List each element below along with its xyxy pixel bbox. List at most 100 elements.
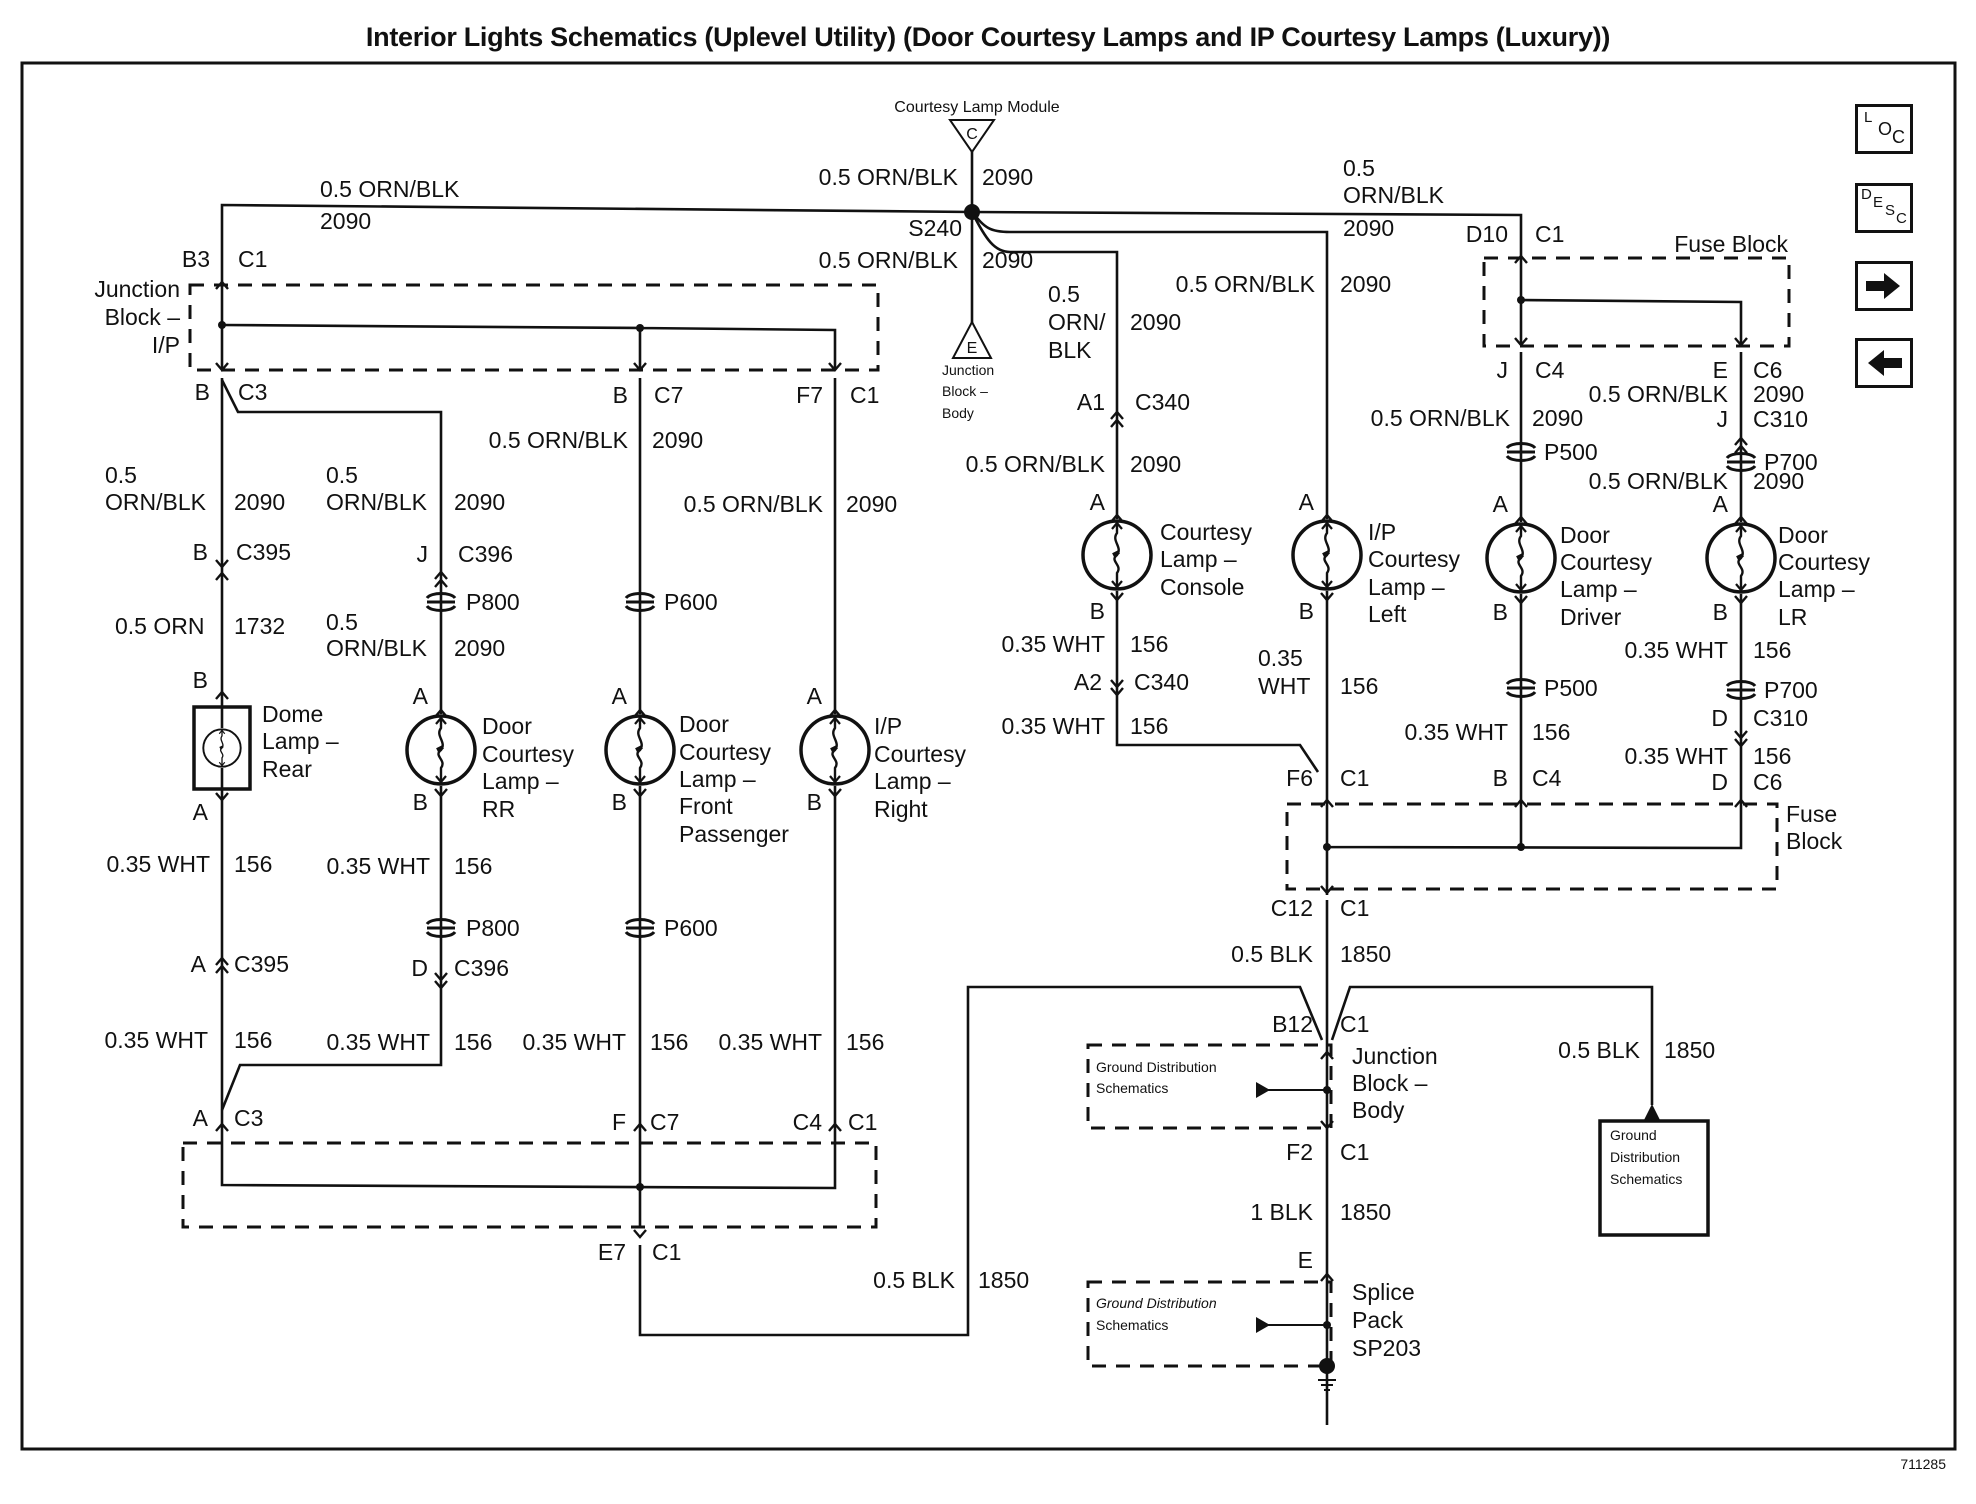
wire — [221, 323, 837, 370]
splice-pack-label: Splice — [1352, 1279, 1415, 1305]
wire-label: 156 — [1130, 713, 1168, 739]
wire-label: 2090 — [982, 164, 1033, 190]
junction-triangle-icon — [951, 319, 993, 359]
ground-dist-link[interactable]: Ground Distribution — [1096, 1295, 1217, 1311]
wire-label: 2090 — [234, 489, 285, 515]
jbip-label: Junction — [94, 276, 180, 302]
connector-label: C310 — [1753, 406, 1808, 432]
connector-label: C1 — [848, 1109, 877, 1135]
module-triangle-icon — [948, 119, 996, 154]
previous-page-button[interactable] — [1855, 338, 1913, 388]
wire-label: 2090 — [1753, 381, 1804, 407]
connector-label: J — [1497, 357, 1509, 383]
ground-dist-label: Distribution — [1610, 1149, 1680, 1165]
lamp-icon — [799, 714, 871, 786]
lamp-label: Left — [1368, 601, 1407, 627]
connector-label: B — [1090, 598, 1105, 624]
wire-label: 2090 — [1753, 468, 1804, 494]
wire-label: 156 — [234, 851, 272, 877]
location-button[interactable]: L O C — [1855, 104, 1913, 154]
wire-label: 2090 — [454, 489, 505, 515]
connector-label: B — [193, 667, 208, 693]
wire-label: 156 — [1130, 631, 1168, 657]
fuse-block-bottom — [1285, 802, 1779, 891]
wire-ground-right — [1330, 985, 1654, 1105]
connector-label: C3 — [234, 1105, 263, 1131]
connector-label: A — [1299, 489, 1315, 515]
ground-dist-link[interactable]: Schematics — [1096, 1317, 1168, 1333]
wire-label: 0.35 WHT — [106, 851, 210, 877]
wire-label: 156 — [234, 1027, 272, 1053]
wire-label: 2090 — [1343, 215, 1394, 241]
next-page-button[interactable] — [1855, 261, 1913, 311]
wire-label: 2090 — [1130, 451, 1181, 477]
wire-label: 0.35 WHT — [326, 1029, 430, 1055]
wire-label: ORN/BLK — [105, 489, 207, 515]
wire-label: 0.35 WHT — [1624, 637, 1728, 663]
inline-connector-label: P700 — [1764, 449, 1818, 475]
lamp-label: Console — [1160, 574, 1244, 600]
ground-icon — [1318, 1374, 1336, 1391]
wire-label: 0.5 ORN/BLK — [1371, 405, 1511, 431]
lamp-label: Dome — [262, 701, 323, 727]
jbb-label: Junction — [1352, 1043, 1438, 1069]
connector-label: A — [612, 683, 628, 709]
jbip-label: Block – — [105, 304, 181, 330]
junction-block-ip-bottom — [181, 1141, 878, 1229]
wire-label: 0.5 ORN/BLK — [684, 491, 824, 517]
wire-label: 1850 — [1340, 941, 1391, 967]
lamp-label: Right — [874, 796, 928, 822]
wire-rr — [220, 379, 443, 1111]
lamp-icon — [1081, 519, 1153, 591]
connector-label: A — [193, 799, 209, 825]
diagram-frame — [20, 61, 1957, 1451]
connector-label: B12 — [1272, 1011, 1313, 1037]
wire-label: 2090 — [1532, 405, 1583, 431]
wire — [1325, 790, 1743, 895]
lamp-label: Front — [679, 793, 733, 819]
wire-label: 1850 — [1664, 1037, 1715, 1063]
ground-dist-link[interactable]: Ground Distribution — [1096, 1059, 1217, 1075]
splice-pack-sp203 — [1086, 1280, 1333, 1368]
connector-label: B — [612, 789, 627, 815]
connector-label: D — [411, 955, 428, 981]
connector-label: E7 — [598, 1239, 626, 1265]
wire-label: 0.35 WHT — [326, 853, 430, 879]
wire-label: 0.5 ORN/BLK — [489, 427, 629, 453]
wire-label: 0.5 — [105, 462, 137, 488]
fuse-block-top — [1482, 256, 1791, 348]
lamp-label: Courtesy — [679, 739, 772, 765]
wire-label: 0.5 ORN/BLK — [1589, 468, 1729, 494]
lamp-label: Lamp – — [1160, 546, 1237, 572]
lamp-label: LR — [1778, 604, 1807, 630]
lamp-label: Courtesy — [1560, 549, 1653, 575]
wire-label: ORN/BLK — [326, 635, 428, 661]
inline-connector-label: P600 — [664, 915, 718, 941]
description-button[interactable]: D E S C — [1855, 183, 1913, 233]
splice-pack-label: Pack — [1352, 1307, 1404, 1333]
lamp-label: Door — [482, 713, 532, 739]
connector-label: A — [193, 1105, 209, 1131]
fuse-block-label: Fuse Block — [1674, 231, 1788, 257]
wire-label: 156 — [1753, 637, 1791, 663]
connector-label: F6 — [1286, 765, 1313, 791]
ground-distribution-box[interactable] — [1598, 1119, 1710, 1237]
wire-label: 156 — [454, 853, 492, 879]
connector-label: B — [413, 789, 428, 815]
desc-letter: C — [1896, 210, 1907, 227]
connector-label: F — [612, 1109, 626, 1135]
junction-block-body — [1086, 1043, 1333, 1130]
lamp-label: Lamp – — [874, 768, 951, 794]
wire-label: 0.35 WHT — [104, 1027, 208, 1053]
inline-connector-label: P600 — [664, 589, 718, 615]
ground-dist-link[interactable]: Schematics — [1096, 1080, 1168, 1096]
wire-label: ORN/BLK — [326, 489, 428, 515]
wire-label: 0.5 ORN/BLK — [320, 176, 460, 202]
lamp-label: Lamp – — [1560, 576, 1637, 602]
arrow-icon — [1256, 1082, 1270, 1098]
connector-label: B — [613, 382, 628, 408]
wire-label: 156 — [1340, 673, 1378, 699]
connector-label: B — [1493, 599, 1508, 625]
wire-label: 0.35 WHT — [718, 1029, 822, 1055]
lamp-label: Courtesy — [482, 741, 575, 767]
